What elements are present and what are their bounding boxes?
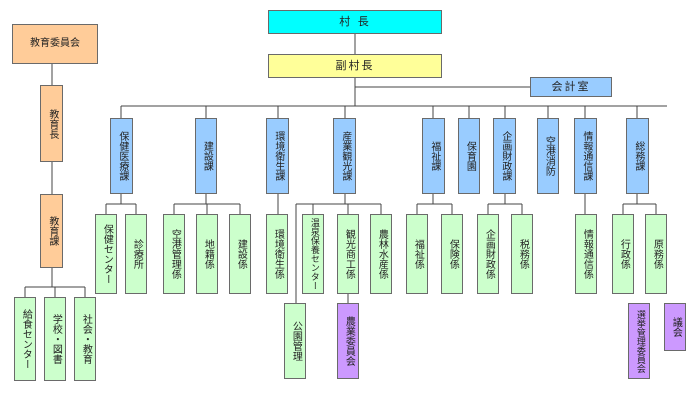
board-of-education-box: 教育委員会 [12,24,98,64]
election-committee-box: 選挙管理委員会 [628,303,650,379]
park-management-box: 公園管理 [284,303,306,379]
administration-unit-box: 行政係 [612,214,634,294]
airport-fire-box: 空港消防 [537,118,559,194]
planning-finance-unit-box: 企画財政係 [477,214,499,294]
construction-section-box: 建設課 [195,118,217,194]
nursery-school-box: 保育園 [458,118,480,194]
hot-spring-resort-center-box: 温泉保養センター [302,214,324,294]
village-assembly-box: 議会 [664,303,686,351]
airport-management-unit-box: 空港管理係 [163,214,185,294]
deputy-mayor-box: 副村長 [268,54,442,78]
general-affairs-section-box: 総務課 [626,118,649,194]
construction-unit-box: 建設係 [229,214,251,294]
welfare-section-box: 福祉課 [422,118,445,194]
accounting-office-box: 会計室 [530,77,612,97]
education-section-box: 教育課 [40,194,63,268]
environmental-health-section-box: 環境衛生課 [266,118,289,194]
school-lunch-center-box: 給食センター [14,297,36,381]
superintendent-box: 教育長 [40,85,63,162]
agriculture-forestry-fisheries-unit-box: 農林水産係 [370,214,392,294]
mayor-box: 村 長 [268,10,442,34]
original-affairs-unit-box: 原務係 [645,214,667,294]
social-education-box: 社会・教育 [74,297,96,381]
health-medical-section-box: 保健医療課 [110,118,133,194]
industry-tourism-section-box: 産業観光課 [333,118,356,194]
tourism-commerce-unit-box: 観光商工係 [337,214,359,294]
school-library-box: 学校・図書 [44,297,66,381]
tax-unit-box: 税務係 [511,214,533,294]
agricultural-committee-box: 農業委員会 [337,303,359,379]
information-communication-unit-box: 情報通信係 [575,214,597,294]
environmental-health-unit-box: 環境衛生係 [266,214,288,294]
information-communication-section-box: 情報通信課 [574,118,597,194]
insurance-unit-box: 保険係 [441,214,463,294]
welfare-unit-box: 福祉係 [406,214,428,294]
clinic-box: 診療所 [125,214,147,294]
planning-finance-section-box: 企画財政課 [493,118,516,194]
health-center-box: 保健センター [95,214,117,294]
land-registry-unit-box: 地籍係 [196,214,218,294]
